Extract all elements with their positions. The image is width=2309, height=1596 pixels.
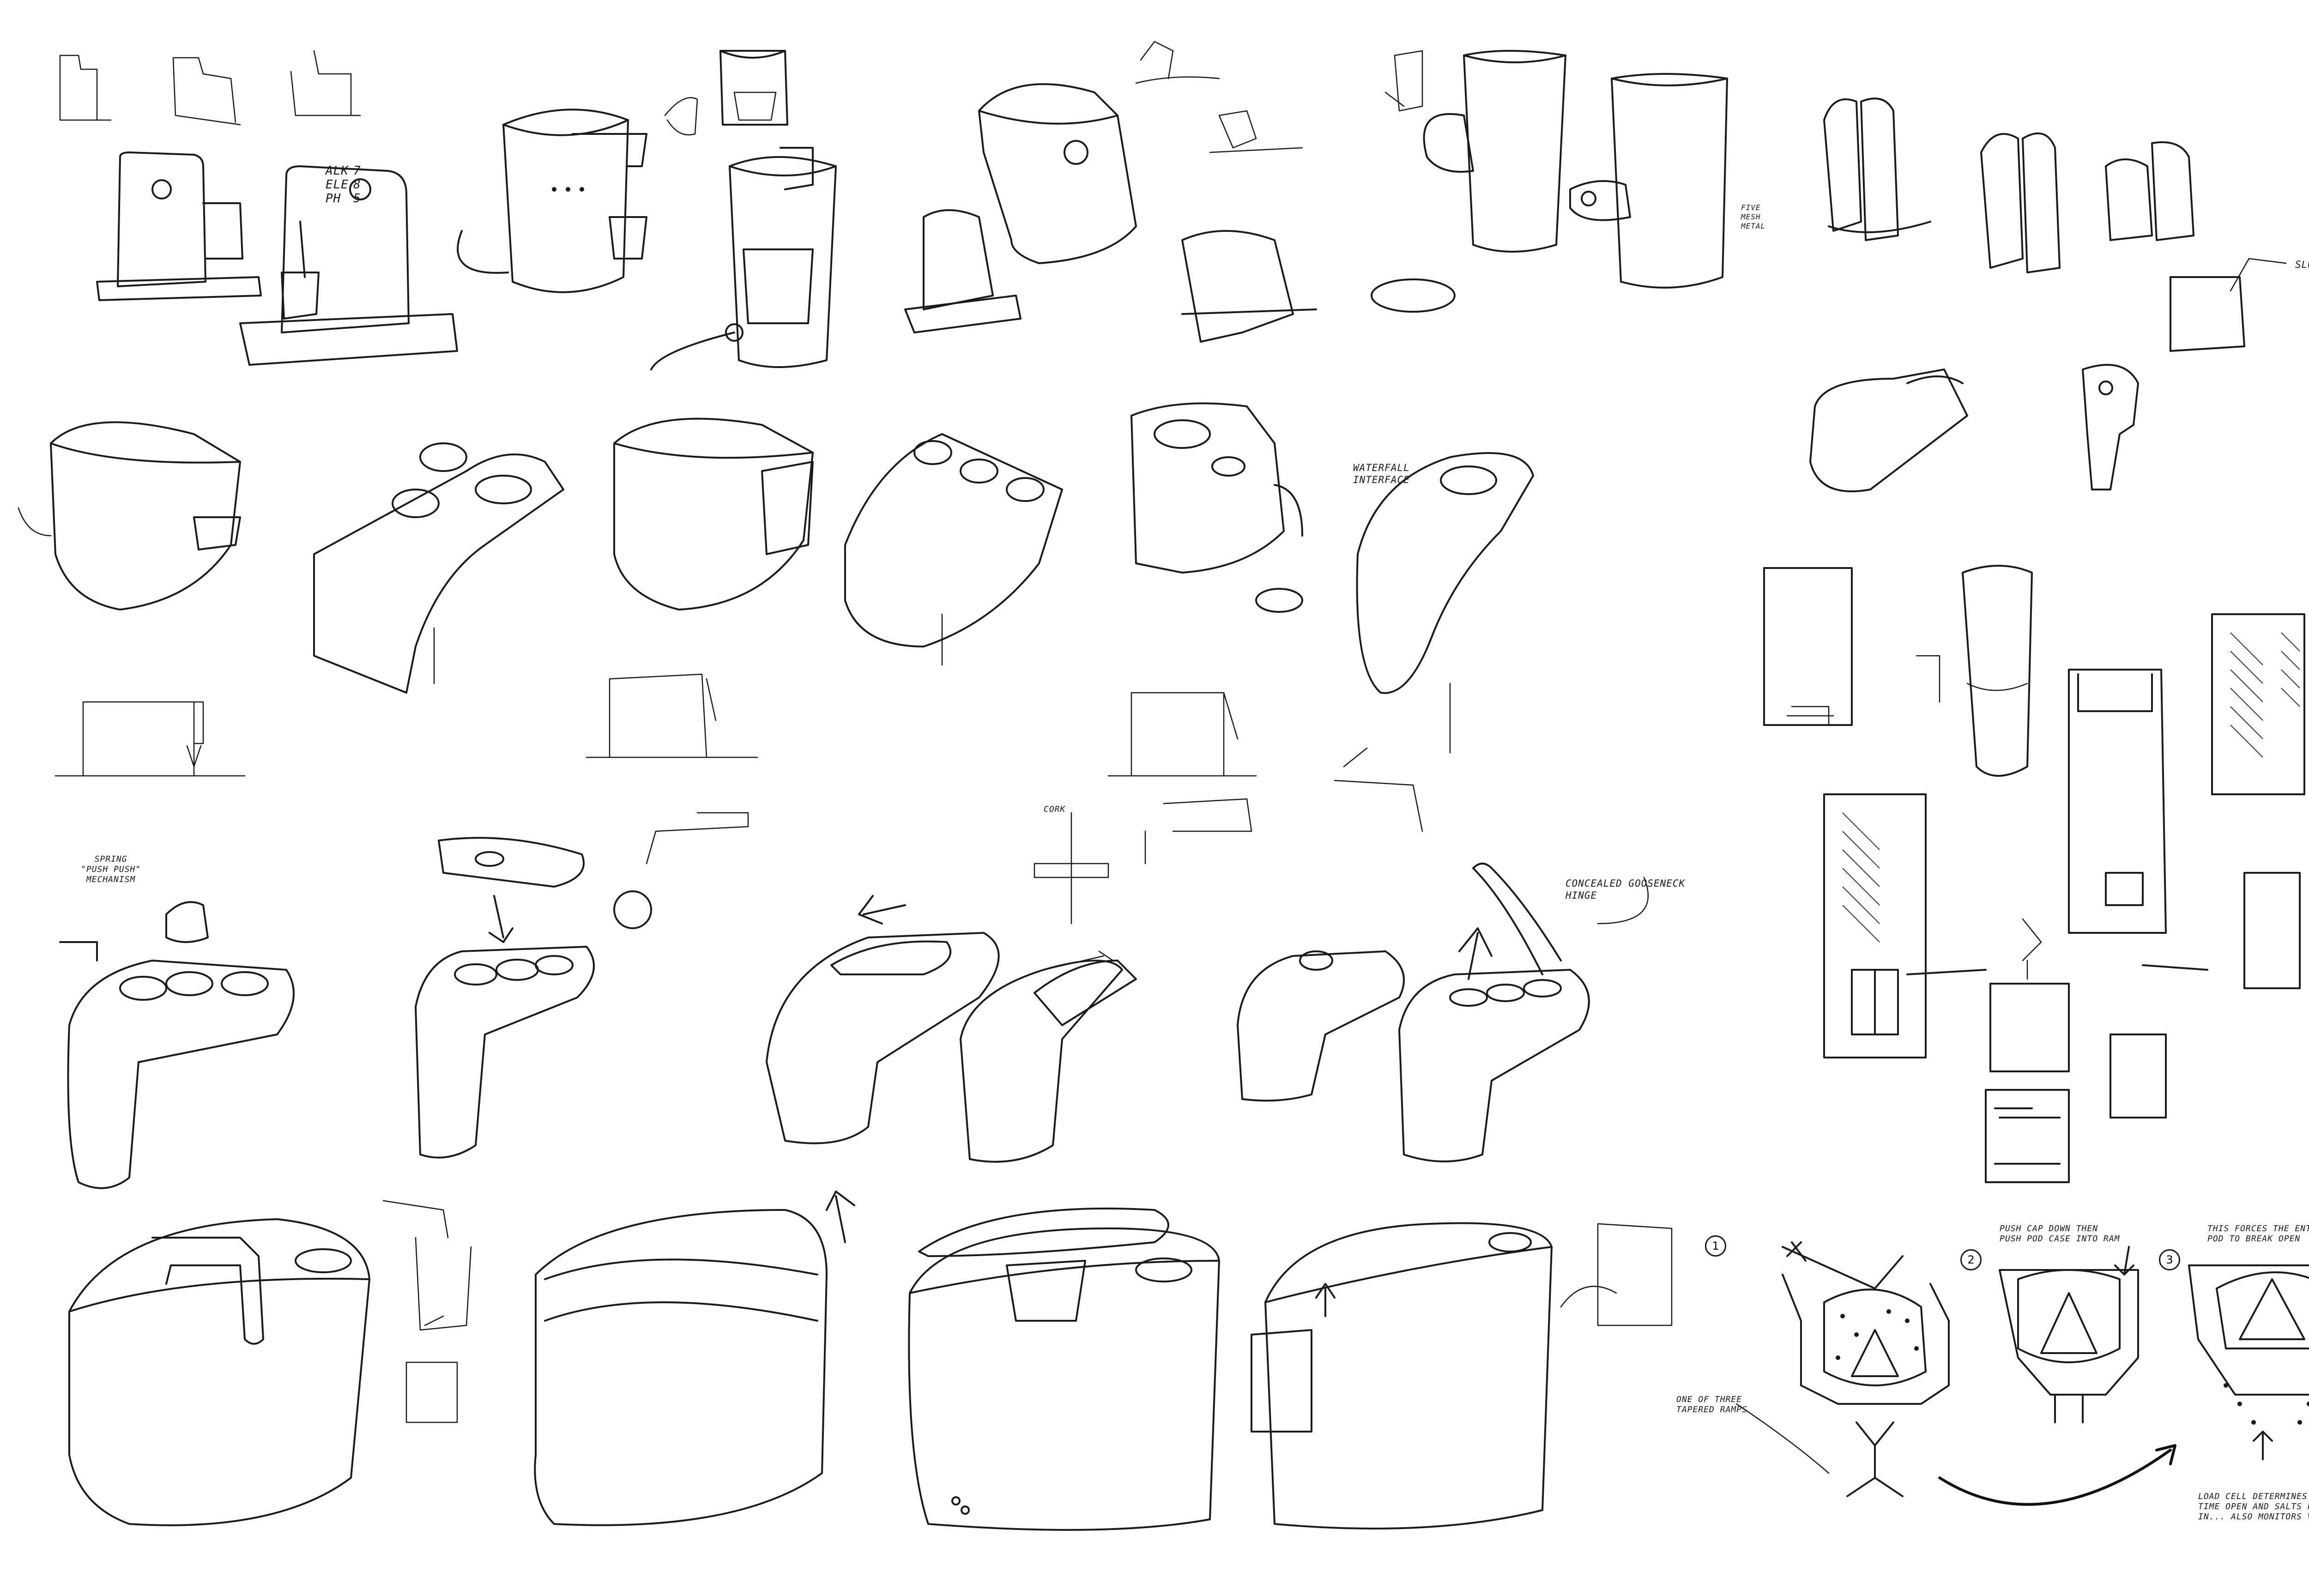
pitcher-sketch-a (457, 50, 788, 293)
step-1-marker: 1 (1705, 1235, 1726, 1257)
label-concealed: CONCEALED GOOSENECK HINGE (1566, 878, 1686, 901)
label-slump: SLUMP (2295, 259, 2309, 270)
cross-section-sketches (1763, 565, 2305, 1183)
label-forces: THIS FORCES THE ENTIRE POD TO BREAK OPEN (2207, 1224, 2309, 1244)
rounded-dispenser-sketch (904, 41, 1317, 343)
cup-tray-dispensers (59, 812, 1649, 1189)
elevation-sketches (54, 673, 1423, 864)
wedge-dispenser-sketches (18, 402, 1534, 754)
label-alk-value: 7 (353, 164, 361, 178)
carafe-sketch (650, 147, 837, 370)
label-cork: CORK (1044, 804, 1066, 814)
dispenser-sketch-a (96, 151, 262, 301)
step-2-marker: 2 (1960, 1249, 1982, 1270)
label-ele: ELE (326, 178, 349, 192)
label-ph: PH (326, 192, 341, 206)
label-ele-value: 8 (353, 178, 361, 192)
dispenser-sketch-b (239, 165, 458, 366)
label-spring: SPRING "PUSH PUSH" MECHANISM (81, 854, 141, 884)
clear-jug-sketch (1371, 50, 1728, 313)
label-alk: ALK (326, 164, 349, 178)
profile-thumbnails (59, 50, 361, 126)
label-ph-value: 5 (353, 192, 361, 206)
label-five-mesh: FIVE MESH METAL (1741, 203, 1766, 230)
label-push-cap: PUSH CAP DOWN THEN PUSH POD CASE INTO RA… (2000, 1224, 2120, 1244)
twin-tank-sketch (1809, 97, 2287, 492)
label-load-cell: LOAD CELL DETERMINES TIME OPEN AND SALTS… (2198, 1492, 2309, 1522)
bottle-dispensers (68, 1191, 1673, 1531)
label-waterfall: WATERFALL INTERFACE (1353, 462, 1410, 485)
label-ramps: ONE OF THREE TAPERED RAMPS (1676, 1395, 1747, 1415)
pod-sequence (1735, 1241, 2309, 1506)
step-3-marker: 3 (2159, 1249, 2180, 1270)
